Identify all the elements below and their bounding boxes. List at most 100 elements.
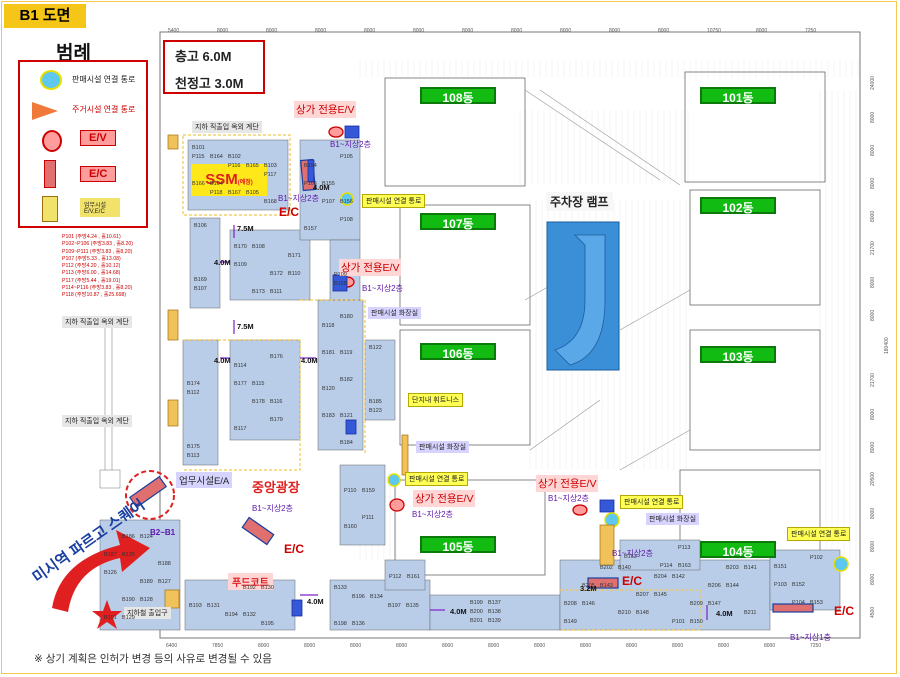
- dimension-label: 8000: [870, 441, 876, 453]
- store-id-label: B204: [654, 574, 667, 580]
- subway-station: [99, 320, 121, 489]
- unit-list-item: P113 (주방6.00 , 홀14.68): [62, 270, 121, 277]
- dimension-label: 8000: [870, 177, 876, 189]
- store-id-label: P109: [334, 272, 347, 278]
- store-id-label: B146: [582, 601, 595, 607]
- store-block-south-east: [429, 594, 561, 631]
- store-block-mid2: [364, 339, 396, 421]
- legend-row-residential-link: 주거시설 연결 통로: [24, 98, 144, 124]
- store-id-label: B115: [252, 381, 265, 387]
- escalator-markers: [128, 158, 814, 613]
- store-id-label: B147: [708, 601, 721, 607]
- commercial-zone: [99, 139, 841, 631]
- transfer-label: B1~지상2층: [548, 494, 589, 503]
- store-id-label: B129: [122, 615, 135, 621]
- unit-list-item: P102~P106 (주방3.83 , 홀8.20): [62, 241, 133, 248]
- dimension-label: 8000: [870, 111, 876, 123]
- dimension-label: 8000: [413, 28, 425, 34]
- transfer-label: B1~지상2층: [330, 140, 371, 149]
- store-id-label: B107: [194, 286, 207, 292]
- store-block-diag: [559, 559, 771, 631]
- unit-list-item: P118 (주방10.87 , 홀25.698): [62, 292, 127, 299]
- store-id-label: B143: [600, 583, 613, 589]
- store-block-east: [769, 549, 841, 611]
- store-id-label: B154: [304, 163, 317, 169]
- store-id-label: B208: [564, 601, 577, 607]
- measurement-label: 7.5M: [237, 224, 254, 233]
- store-id-label: B168: [264, 199, 277, 205]
- store-id-label: P102: [810, 555, 823, 561]
- store-id-label: B131: [207, 603, 220, 609]
- legend-row-office-core: 업무시설 E/V,E/C: [24, 196, 144, 222]
- store-id-label: P115: [192, 154, 205, 160]
- dimension-label: 8000: [580, 643, 592, 649]
- store-id-label: B109: [234, 262, 247, 268]
- dimension-label: 8000: [258, 643, 270, 649]
- store-id-label: P107: [322, 199, 335, 205]
- store-block-west-2: [229, 229, 311, 301]
- store-id-label: P116: [228, 163, 241, 169]
- store-id-label: B179: [270, 417, 283, 423]
- store-id-label: B155: [322, 181, 335, 187]
- dimension-label: 5400: [168, 28, 180, 34]
- store-id-label: B184: [340, 440, 353, 446]
- store-id-label: B141: [744, 565, 757, 571]
- commercial-ev-label: 상가 전용E/V: [413, 490, 476, 507]
- store-id-label: B136: [352, 621, 365, 627]
- dimension-label: 20500: [870, 472, 876, 486]
- store-id-label: B205: [582, 583, 595, 589]
- store-id-label: B140: [618, 565, 631, 571]
- ssm-note: (예정): [237, 180, 253, 186]
- central-plaza-label: 중앙광장: [252, 480, 300, 495]
- measurement-label: 3.2M: [580, 584, 597, 593]
- store-id-label: B106: [194, 223, 207, 229]
- dimension-label: 4500: [870, 606, 876, 618]
- escalator-label: E/C: [284, 542, 305, 556]
- store-id-label: P118: [210, 190, 223, 196]
- dimension-label: 8000: [870, 210, 876, 222]
- dimension-label: 8000: [609, 28, 621, 34]
- store-id-label: P105: [340, 154, 353, 160]
- escalator-label: E/C: [279, 205, 300, 219]
- store-id-label: P101: [672, 619, 685, 625]
- store-id-label: P103: [774, 582, 787, 588]
- store-id-label: B163: [678, 563, 691, 569]
- store-id-label: B117: [234, 426, 247, 432]
- store-id-label: B150: [690, 619, 703, 625]
- store-id-label: P110: [344, 488, 357, 494]
- store-id-label: B137: [488, 600, 501, 606]
- store-id-label: B125: [122, 552, 135, 558]
- dimension-label: 8000: [217, 28, 229, 34]
- store-id-label: B173: [252, 289, 265, 295]
- dimension-label: 8000: [315, 28, 327, 34]
- store-id-label: B211: [744, 610, 757, 616]
- store-id-label: B175: [187, 444, 200, 450]
- dimension-label: 8000: [870, 408, 876, 420]
- dimension-label: 21700: [870, 241, 876, 255]
- office-core-icon: [42, 196, 58, 222]
- dimension-label: 8000: [756, 28, 768, 34]
- stair-bars: [164, 134, 615, 609]
- parking-ramp-label: 주차장 램프: [546, 192, 613, 211]
- cyan-circle-icon: [40, 70, 62, 90]
- store-id-label: B151: [774, 564, 787, 570]
- transfer-label: B1~지상2층: [362, 284, 403, 293]
- store-id-label: B162: [624, 554, 637, 560]
- outdoor-stair-label: 지하 직출입 옥외 계단: [62, 316, 132, 328]
- store-id-label: B183: [322, 413, 335, 419]
- dimension-label: 7850: [212, 643, 224, 649]
- transfer-label: B1~지상2층: [252, 504, 293, 513]
- store-id-label: B101: [192, 145, 205, 151]
- unit-list-item: P114~P116 (주방3.83 , 홀8.20): [62, 285, 133, 292]
- building-label-103: 103동: [700, 346, 776, 364]
- legend-row-sales-link: 판매시설 연결 통로: [24, 68, 144, 94]
- store-id-label: B158: [334, 281, 347, 287]
- transfer-label: B1~지상1층: [790, 633, 831, 642]
- measurement-label: 4.0M: [301, 356, 318, 365]
- store-id-label: B130: [261, 585, 274, 591]
- measurement-label: 4.0M: [716, 609, 733, 618]
- store-id-label: B201: [470, 618, 483, 624]
- dimension-label: 8000: [442, 643, 454, 649]
- outdoor-stair-label: 지하 직출입 옥외 계단: [192, 121, 262, 133]
- store-id-label: B178: [252, 399, 265, 405]
